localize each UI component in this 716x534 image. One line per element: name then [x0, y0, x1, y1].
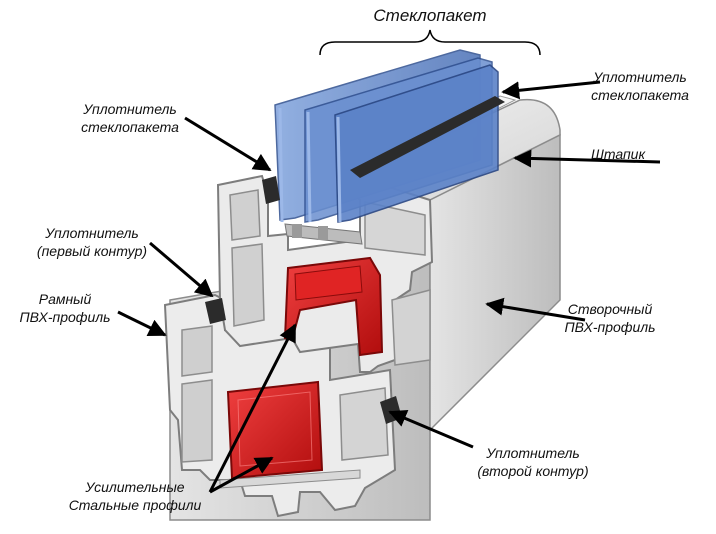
seal-second-line2: (второй контур)	[477, 463, 589, 479]
seal-first-line1: Уплотнитель	[45, 225, 139, 241]
seal-first-line2: (первый контур)	[36, 243, 148, 259]
frame-profile-label: Рамный ПВХ-профиль	[0, 290, 130, 326]
arrow-glass-seal-left	[184, 116, 272, 172]
glass-seal-right-line2: стеклопакета	[591, 87, 689, 103]
steel-line2: Стальные профили	[68, 497, 202, 513]
glass-seal-top-strip	[350, 96, 505, 178]
bead-label: Штапик	[590, 146, 646, 162]
glass-unit-label: Стеклопакет	[373, 6, 487, 25]
seal-second-label: Уплотнитель (второй контур)	[458, 444, 608, 480]
glass-seal-left-line2: стеклопакета	[81, 119, 179, 135]
glass-seal-left-label: Уплотнитель стеклопакета	[60, 100, 200, 136]
glass-unit-shape	[274, 49, 499, 245]
arrow-seal-first	[149, 241, 214, 298]
steel-line1: Усилительные	[85, 479, 185, 495]
seal-first-label: Уплотнитель (первый контур)	[22, 224, 162, 260]
sash-profile-label: Створочный ПВХ-профиль	[540, 300, 680, 336]
glass-seal-left	[262, 176, 280, 204]
seal-second-line1: Уплотнитель	[486, 445, 580, 461]
glass-seal-left-line1: Уплотнитель	[83, 101, 177, 117]
arrow-steel-lower	[209, 456, 274, 494]
leader-arrows	[117, 80, 661, 494]
seal-first-contour	[205, 298, 226, 324]
arrow-sash-profile	[485, 297, 586, 322]
sash-profile-line1: Створочный	[567, 301, 653, 317]
arrow-steel-upper	[208, 323, 297, 493]
arrow-glass-seal-right	[501, 80, 601, 100]
glass-seal-right-label: Уплотнитель стеклопакета	[570, 68, 710, 104]
arrow-bead	[513, 149, 661, 168]
arrow-seal-second	[388, 410, 474, 449]
frame-profile-line2: ПВХ-профиль	[19, 309, 111, 325]
arrow-frame-profile	[117, 310, 167, 337]
sash-profile-line2: ПВХ-профиль	[564, 319, 656, 335]
steel-profiles-label: Усилительные Стальные профили	[50, 478, 220, 514]
glass-unit-bracket	[319, 29, 541, 56]
glass-seal-right-line1: Уплотнитель	[593, 69, 687, 85]
frame-profile-line1: Рамный	[38, 291, 92, 307]
